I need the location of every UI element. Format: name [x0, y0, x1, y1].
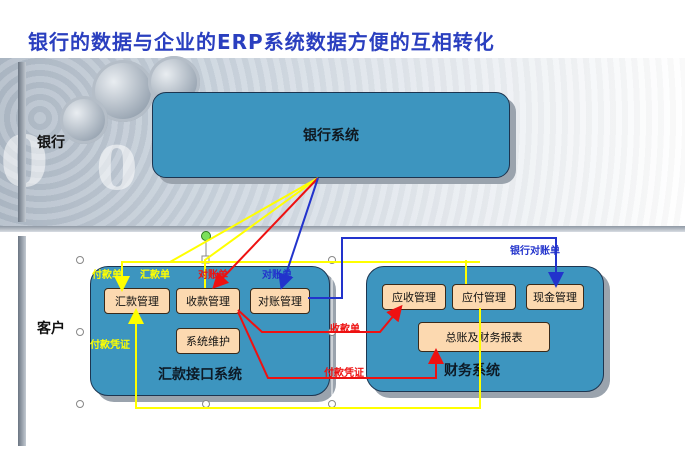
lane-bar-bank [18, 62, 26, 222]
collect-mgmt-module[interactable]: 收款管理 [176, 288, 240, 314]
coin-decoration [60, 96, 108, 144]
red-flow-collect-receivable [237, 304, 403, 333]
system-maintenance-module[interactable]: 系统维护 [176, 328, 240, 354]
receivable-module[interactable]: 应收管理 [382, 284, 446, 310]
selection-handle [202, 400, 210, 408]
label-payment-voucher-left: 付款凭证 [90, 340, 130, 351]
yellow-flow-voucher-loop [136, 260, 481, 409]
selection-handle [76, 328, 84, 336]
label-collect-order: 收款单 [330, 324, 360, 335]
label-remit-order: 汇款单 [140, 270, 170, 281]
label-payment-voucher: 付款凭证 [324, 368, 364, 379]
finance-system-label: 财务系统 [444, 363, 500, 379]
ledger-report-module[interactable]: 总账及财务报表 [418, 322, 550, 352]
page-title: 银行的数据与企业的ERP系统数据方便的互相转化 [28, 30, 495, 54]
label-bank-reconcile: 银行对账单 [510, 246, 560, 257]
blue-flow-bank-reconcile [278, 177, 319, 290]
payable-module[interactable]: 应付管理 [452, 284, 516, 310]
red-flow-bank-collect [212, 177, 319, 289]
selection-handle [76, 400, 84, 408]
bank-system-label: 银行系统 [303, 128, 359, 144]
blue-flow-reconcile-cash [308, 237, 564, 299]
label-payment-order: 付款单 [92, 270, 122, 281]
label-reconcile-order-red: 对账单 [198, 270, 228, 281]
yellow-flow-remit [204, 177, 319, 288]
bank-system-box[interactable]: 银行系统 [152, 92, 510, 178]
selection-handle [328, 400, 336, 408]
lane-bar-client [18, 236, 26, 446]
yellow-flow-voucher-top [122, 261, 467, 284]
cash-module[interactable]: 现金管理 [526, 284, 584, 310]
lane-divider [0, 226, 685, 232]
lane-label-client: 客户 [37, 321, 65, 337]
lane-label-bank: 银行 [37, 135, 65, 151]
remit-system-label: 汇款接口系统 [158, 367, 242, 383]
label-reconcile-order-blue: 对账单 [262, 270, 292, 281]
red-flow-remit-ledger [237, 311, 444, 379]
banknote-decoration: 0 [96, 134, 138, 204]
selection-handle [76, 256, 84, 264]
